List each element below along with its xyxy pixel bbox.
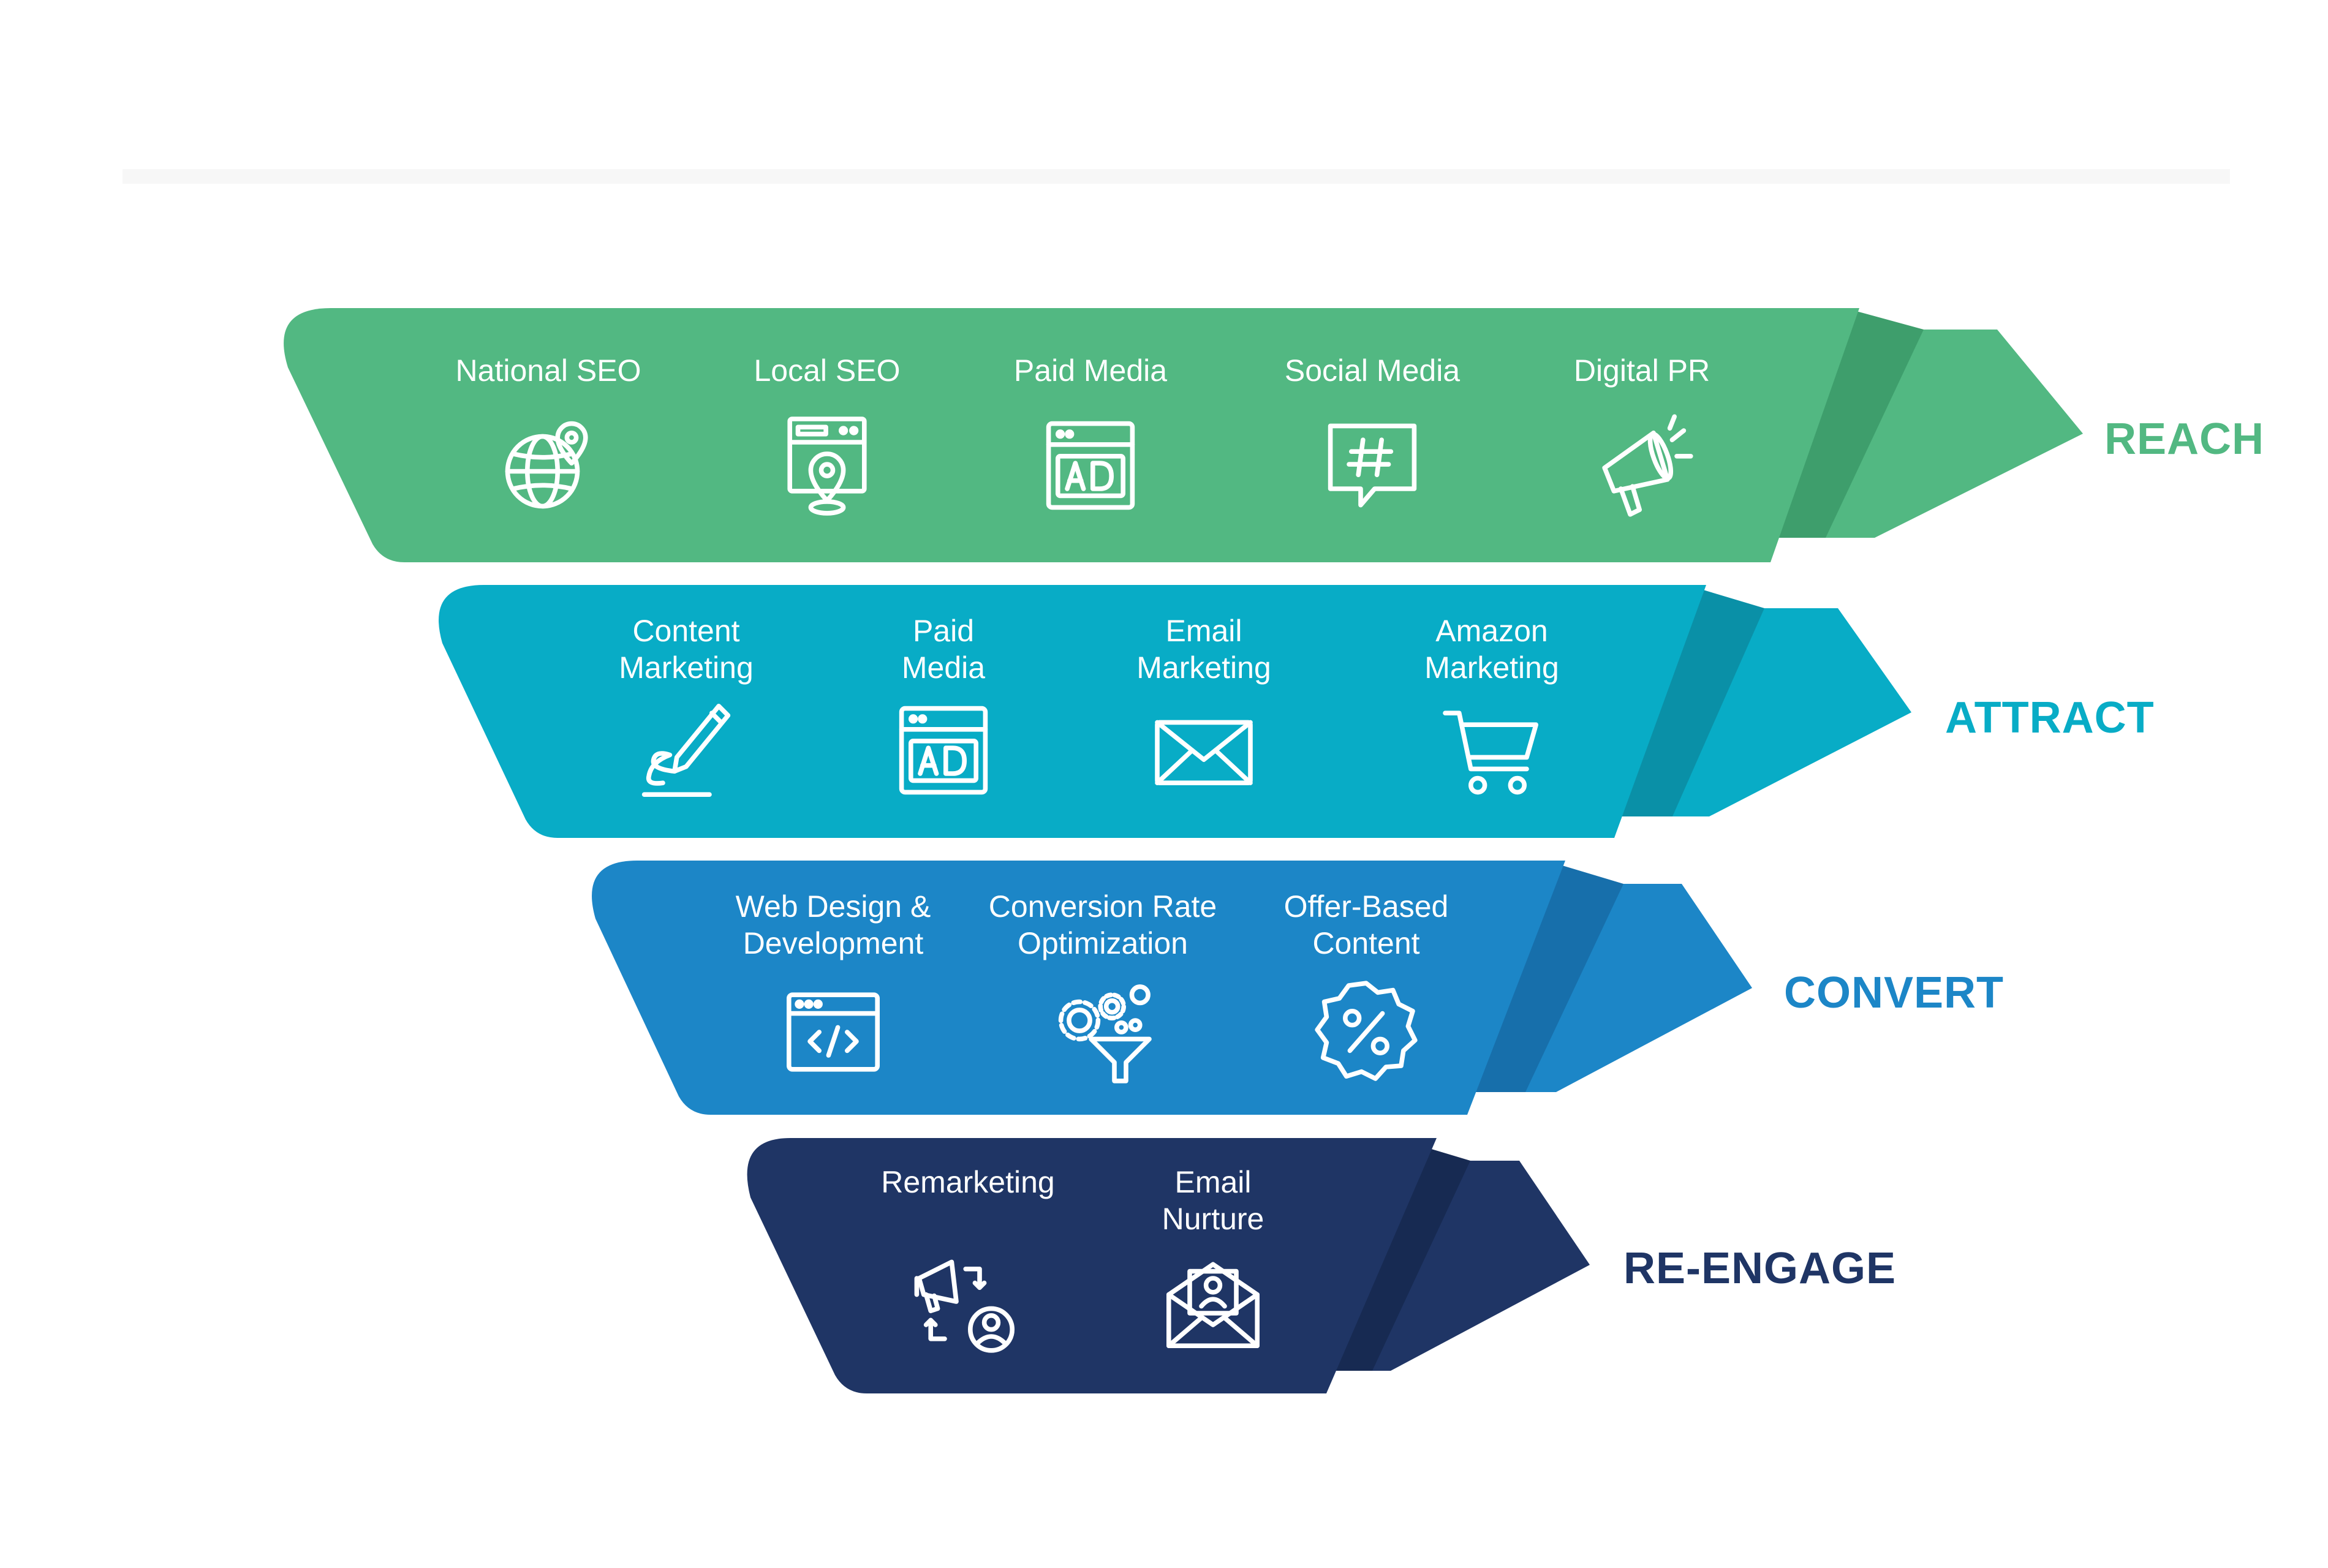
service-label-line2: Media [901,650,986,685]
service-label-line2: Marketing [1136,650,1271,685]
service-label-line2: Content [1312,926,1420,960]
percent-badge-icon [1308,974,1424,1090]
service-national-seo: National SEO [420,352,677,524]
service-label-line2: Development [743,926,924,960]
megaphone-icon [1584,407,1700,524]
service-email-nurture: Email Nurture [1084,1164,1342,1360]
service-label: Social Media [1284,353,1461,388]
top-divider [123,169,2230,184]
service-label-line1: Web Design & [735,889,931,924]
service-label-line2: Marketing [619,650,754,685]
reengage-band [747,1138,1437,1393]
service-label-line2 [839,1200,1097,1237]
ad-window-icon [1032,407,1149,524]
service-remarketing: Remarketing [839,1164,1097,1360]
service-label-line1: Email [1165,614,1242,648]
convert-ribbon-fold [1458,865,1623,1092]
service-label-line1: Paid [912,614,975,648]
service-social-media: Social Media [1244,352,1501,524]
service-label: Local SEO [754,353,901,388]
pen-writing-icon [628,692,744,809]
attract-band [439,585,1706,838]
service-email-marketing: Email Marketing [1075,612,1332,809]
service-web-design: Web Design & Development [705,888,962,1090]
gears-funnel-icon [1045,974,1161,1090]
reach-ribbon-fold [1764,311,1924,538]
service-label-line2: Nurture [1162,1202,1264,1236]
service-offer-based-content: Offer-Based Content [1238,888,1495,1090]
service-label-line2: Marketing [1424,650,1559,685]
service-conversion-rate-optimization: Conversion Rate Optimization [974,888,1231,1090]
convert-band [592,861,1565,1115]
service-label-line2: Optimization [1018,926,1188,960]
open-envelope-user-icon [1155,1243,1271,1360]
service-label: National SEO [455,353,641,388]
service-label-line1: Offer-Based [1283,889,1449,924]
service-label: Paid Media [1013,353,1168,388]
tier-label-convert: CONVERT [1784,968,2005,1017]
tier-label-attract: ATTRACT [1945,693,2155,742]
globe-location-icon [490,407,607,524]
service-local-seo: Local SEO [698,352,956,524]
service-label-line1: Email [1174,1165,1252,1199]
tier-label-reengage: RE-ENGAGE [1623,1244,1897,1293]
shopping-cart-icon [1434,692,1550,809]
ad-window-icon [885,692,1002,809]
service-paid-media: Paid Media [962,352,1219,524]
tier-label-reach: REACH [2104,415,2265,464]
browser-location-pin-icon [769,407,885,524]
attract-ribbon-fold [1605,590,1764,816]
service-label-line1: Content [632,614,740,648]
service-content-marketing: Content Marketing [557,612,815,809]
service-label-line1: Conversion Rate [988,889,1217,924]
code-window-icon [775,974,891,1090]
service-paid-media-attract: Paid Media [815,612,1072,809]
service-label-line1: Amazon [1435,614,1548,648]
service-label: Digital PR [1573,353,1710,388]
envelope-icon [1146,692,1262,809]
service-label-line1: Remarketing [881,1165,1055,1199]
hashtag-speech-bubble-icon [1314,407,1430,524]
megaphone-retarget-user-icon [910,1243,1026,1360]
service-amazon-marketing: Amazon Marketing [1363,612,1620,809]
service-digital-pr: Digital PR [1513,352,1771,524]
